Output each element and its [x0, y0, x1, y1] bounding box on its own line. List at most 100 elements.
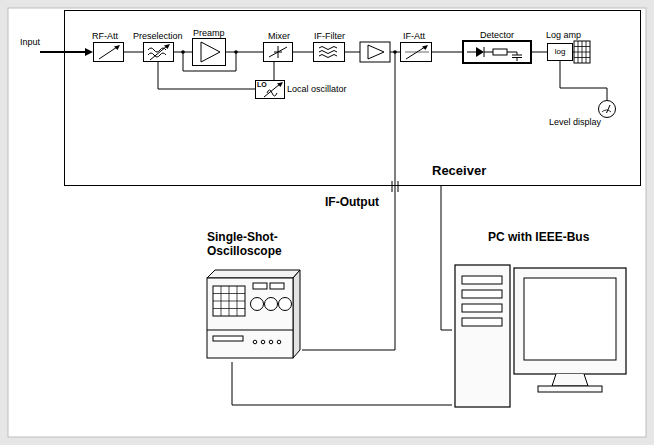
junction-dot: [181, 50, 185, 54]
grid-display-symbol: [574, 41, 590, 63]
signal-wire: [124, 52, 143, 53]
symbol-circle: [279, 298, 292, 311]
symbol-path: [405, 52, 429, 53]
log-amp-block: Log amplog: [547, 43, 573, 61]
symbol-path: [552, 374, 588, 386]
oscilloscope: Single-Shot- Oscilloscope: [205, 268, 302, 362]
symbol-circle: [253, 340, 257, 344]
symbol-polygon: [422, 45, 428, 50]
signal-wire: [441, 186, 452, 330]
symbol-path: [150, 46, 167, 60]
block-label: IF-Att: [403, 31, 425, 41]
symbol-polygon: [207, 270, 300, 278]
symbol-svg: [144, 43, 173, 61]
block-label: Local oscillator: [287, 84, 347, 94]
lo-symbol: LO: [257, 81, 267, 89]
connector-mark: [398, 181, 399, 192]
symbol-path: [201, 42, 220, 62]
block-label: Mixer: [268, 31, 290, 41]
block-label: Preamp: [193, 28, 225, 38]
symbol-svg: [452, 262, 630, 410]
if-output-wire: [302, 52, 395, 350]
block-label: RF-Att: [92, 31, 118, 41]
symbol-path: [207, 330, 293, 331]
attenuator-block: IF-Att: [400, 42, 432, 62]
signal-wire: [432, 52, 462, 53]
symbol-path: [269, 46, 287, 58]
junction-dot: [393, 50, 397, 54]
symbol-rect: [538, 386, 602, 392]
symbol-circle: [251, 298, 264, 311]
symbol-rect: [493, 49, 507, 55]
preselector-block: Preselection: [143, 42, 174, 62]
symbol-path: [213, 286, 245, 316]
symbol-path: [476, 47, 484, 57]
signal-wire: [226, 52, 263, 53]
symbol-svg: [94, 43, 123, 61]
symbol-rect: [462, 318, 502, 326]
symbol-polygon: [114, 45, 120, 50]
symbol-rect: [270, 283, 284, 289]
symbol-circle: [261, 340, 265, 344]
symbol-path: [274, 52, 282, 53]
receiver-box: ReceiverRF-AttPreselectionPreampMixerIF-…: [64, 10, 641, 186]
signal-wire: [158, 62, 255, 89]
signal-wire: [560, 61, 607, 100]
attenuator-block: RF-Att: [93, 42, 124, 62]
symbol-path: [602, 110, 611, 112]
block-label: Preselection: [133, 31, 183, 41]
device-label: PC with IEEE-Bus: [488, 230, 589, 244]
junction-dot: [234, 50, 238, 54]
detector-block: Detector: [462, 40, 532, 64]
local-oscillator-block: LOLocal oscillator: [255, 80, 285, 99]
grid-lines: [574, 41, 590, 63]
symbol-rect: [213, 336, 243, 341]
symbol-circle: [265, 298, 278, 311]
symbol-svg: [193, 39, 225, 65]
input-arrowhead: [85, 48, 93, 56]
log-symbol: log: [548, 47, 572, 57]
symbol-rect: [462, 276, 502, 284]
symbol-path: [467, 47, 522, 61]
symbol-rect: [524, 278, 616, 360]
symbol-rect: [213, 286, 245, 316]
signal-wire: [293, 52, 313, 53]
signal-wire: [532, 52, 547, 53]
filter-block: IF-Filter: [313, 42, 345, 62]
symbol-rect: [514, 268, 626, 374]
signal-wire: [274, 62, 275, 80]
block-label: IF-Filter: [314, 31, 345, 41]
symbol-circle: [277, 340, 281, 344]
symbol-rect: [455, 265, 510, 407]
symbol-polygon: [293, 270, 300, 358]
device-label: Single-Shot- Oscilloscope: [207, 230, 307, 258]
symbol-rect: [462, 304, 502, 312]
symbol-path: [319, 47, 337, 58]
symbol-svg: [205, 268, 302, 362]
symbol-svg: [599, 101, 615, 117]
receiver-title: Receiver: [432, 163, 486, 178]
block-label: Log amp: [546, 30, 581, 40]
level-meter: Level display: [598, 100, 616, 118]
block-label: Detector: [464, 30, 530, 40]
white-panel: [8, 8, 646, 437]
port-label: IF-Output: [325, 195, 379, 209]
symbol-svg: [464, 42, 532, 64]
symbol-svg: [264, 43, 292, 61]
connector-mark: [392, 181, 393, 192]
if-amplifier-box: [360, 42, 390, 62]
symbol-circle: [269, 340, 273, 344]
symbol-path: [99, 47, 117, 59]
signal-wire: [232, 362, 452, 405]
amplifier-symbol: [368, 45, 384, 59]
symbol-svg: [314, 43, 344, 61]
symbol-rect: [462, 290, 502, 298]
symbol-rect: [253, 283, 267, 289]
symbol-path: [607, 105, 611, 113]
symbol-rect: [207, 278, 293, 358]
symbol-svg: [401, 43, 431, 61]
symbol-polygon: [277, 82, 283, 87]
pc-computer: PC with IEEE-Bus: [452, 262, 630, 410]
